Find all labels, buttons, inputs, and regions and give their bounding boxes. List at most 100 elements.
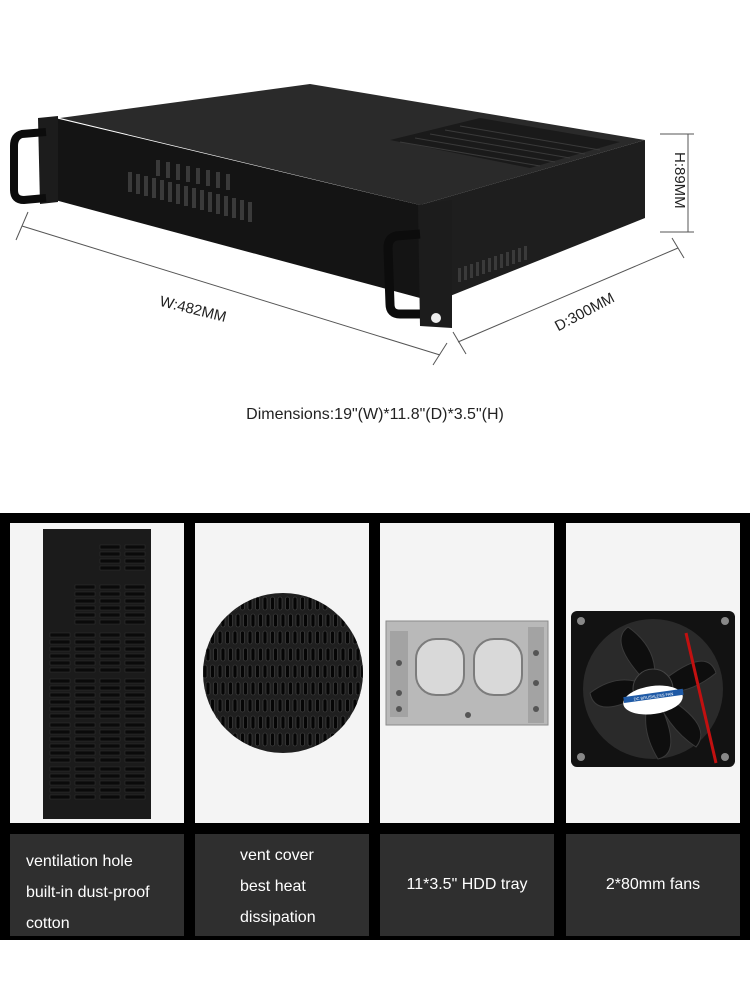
vent-slot <box>74 660 96 666</box>
fan-sticker-icon: DC BRUSHLESS FAN <box>623 685 684 715</box>
vent-slot <box>258 715 263 730</box>
vent-slot <box>325 715 331 730</box>
top-vent-icon <box>390 118 620 168</box>
vent-slot <box>228 613 233 628</box>
vent-slot <box>99 639 121 645</box>
vent-slot <box>49 722 71 728</box>
vent-slot <box>74 685 96 691</box>
vent-slot <box>49 692 71 698</box>
vent-slot <box>243 647 248 662</box>
height-dimension-label: H:89MM <box>671 152 688 209</box>
vent-slot <box>280 681 286 696</box>
vent-slot <box>74 722 96 728</box>
vent-slot <box>333 613 338 628</box>
hdd-tray-photo <box>380 523 554 823</box>
vent-slot <box>124 787 146 793</box>
vent-slot <box>99 551 121 557</box>
vent-slot <box>99 678 121 684</box>
vent-slot <box>213 681 218 696</box>
vent-slot <box>99 632 121 638</box>
vent-slot <box>292 664 298 679</box>
vent-slot <box>307 698 313 713</box>
vent-slot <box>49 757 71 763</box>
vent-slot <box>99 706 121 712</box>
vent-slot <box>345 630 350 645</box>
vent-slot <box>322 630 328 645</box>
vent-slot <box>99 598 121 604</box>
vent-slot <box>49 736 71 742</box>
vent-slot <box>49 646 71 652</box>
vent-slot <box>277 732 283 747</box>
vent-slot <box>74 646 96 652</box>
vent-slot <box>225 698 230 713</box>
vent-slot <box>124 646 146 652</box>
side-vent-icon <box>458 246 527 282</box>
vent-slot <box>99 653 121 659</box>
vent-slot <box>124 605 146 611</box>
vent-slot <box>74 653 96 659</box>
vent-slot <box>310 647 316 662</box>
vent-slot <box>124 736 146 742</box>
vent-slot <box>240 630 245 645</box>
vent-slot <box>74 692 96 698</box>
vent-slot <box>124 706 146 712</box>
vent-slot <box>99 766 121 772</box>
vent-slot <box>288 613 293 628</box>
vent-slot <box>49 706 71 712</box>
vent-slot <box>74 598 96 604</box>
dimension-lines <box>15 133 694 366</box>
vent-slot <box>330 630 335 645</box>
vent-slot <box>273 613 278 628</box>
vent-slot <box>295 647 301 662</box>
vent-slot <box>265 613 271 628</box>
vent-slot <box>280 715 286 730</box>
vent-slot <box>124 678 146 684</box>
vent-slot <box>243 715 248 730</box>
vent-slot <box>49 699 71 705</box>
vent-slot <box>99 584 121 590</box>
vent-slot <box>255 664 260 679</box>
vent-slot <box>243 681 248 696</box>
vent-slot <box>74 729 96 735</box>
vent-slot <box>303 647 308 662</box>
vent-slot <box>49 685 71 691</box>
vent-slot <box>99 605 121 611</box>
vent-slot <box>49 678 71 684</box>
vent-slot <box>74 699 96 705</box>
vent-slot <box>124 544 146 550</box>
vent-slot <box>228 715 233 730</box>
vent-slot <box>285 732 290 747</box>
vent-slot <box>99 722 121 728</box>
vent-slot <box>124 598 146 604</box>
vent-slot <box>270 664 275 679</box>
vent-slot <box>315 664 320 679</box>
vent-slot <box>124 699 146 705</box>
vent-slot <box>74 773 96 779</box>
vent-slot <box>337 630 343 645</box>
vent-slot <box>124 685 146 691</box>
vent-slot <box>220 681 226 696</box>
vent-slot <box>124 780 146 786</box>
vent-slot <box>262 732 268 747</box>
vent-slot <box>292 732 298 747</box>
vent-slot <box>49 653 71 659</box>
vent-slot <box>265 681 271 696</box>
vent-slot <box>265 647 271 662</box>
vent-slot <box>74 584 96 590</box>
vent-slot <box>285 698 290 713</box>
vent-slot <box>255 698 260 713</box>
ventilation-caption: ventilation hole built-in dust-proof cot… <box>10 834 184 936</box>
vent-slot <box>74 757 96 763</box>
vent-slot <box>270 630 275 645</box>
vent-slot <box>235 613 241 628</box>
vent-slot <box>262 698 268 713</box>
vent-slot <box>49 667 71 673</box>
vent-slot <box>262 630 268 645</box>
vent-slot <box>250 681 256 696</box>
vent-slot <box>124 591 146 597</box>
vent-slot <box>49 632 71 638</box>
vent-slot <box>307 596 313 611</box>
vent-slot <box>49 729 71 735</box>
ventilation-caption-line2: built-in dust-proof <box>26 884 150 901</box>
vent-slot <box>277 664 283 679</box>
